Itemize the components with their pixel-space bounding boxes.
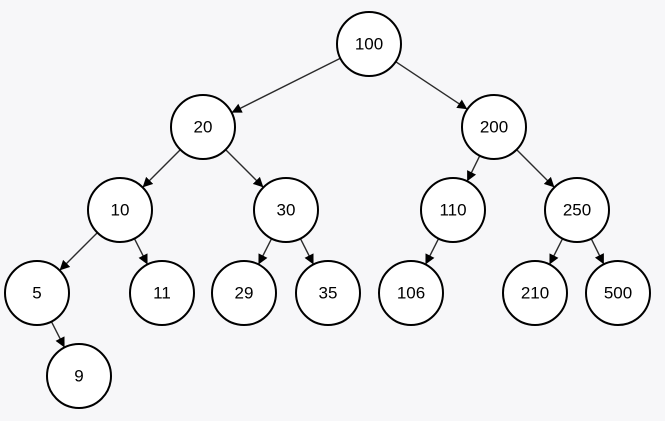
node-210-label: 210 (521, 284, 549, 303)
node-210: 210 (502, 260, 568, 326)
edge-100-to-200 (395, 61, 468, 110)
node-20-label: 20 (194, 118, 213, 137)
edge-30-to-35 (299, 238, 314, 265)
node-10-circle (87, 177, 153, 243)
node-500-circle (585, 260, 651, 326)
node-30: 30 (253, 177, 319, 243)
node-250: 250 (544, 177, 610, 243)
node-35-circle (295, 260, 361, 326)
node-110-circle (420, 177, 486, 243)
node-500: 500 (585, 260, 651, 326)
node-11-circle (129, 260, 195, 326)
edge-250-to-210 (549, 238, 564, 265)
node-29: 29 (211, 260, 277, 326)
node-9-label: 9 (74, 367, 83, 386)
node-500-label: 500 (604, 284, 632, 303)
edge-30-to-29 (258, 238, 273, 265)
node-250-circle (544, 177, 610, 243)
node-250-label: 250 (563, 201, 591, 220)
node-106: 106 (378, 260, 444, 326)
edge-100-to-20 (231, 57, 341, 113)
node-30-label: 30 (277, 201, 296, 220)
node-5-label: 5 (32, 284, 41, 303)
edges-layer (50, 57, 605, 348)
node-10-label: 10 (111, 201, 130, 220)
edge-20-to-30 (225, 149, 264, 188)
node-35-label: 35 (319, 284, 338, 303)
node-9-circle (46, 343, 112, 409)
node-100-circle (336, 11, 402, 77)
node-9: 9 (46, 343, 112, 409)
node-29-label: 29 (235, 284, 254, 303)
node-10: 10 (87, 177, 153, 243)
node-106-circle (378, 260, 444, 326)
node-106-label: 106 (397, 284, 425, 303)
node-30-circle (253, 177, 319, 243)
node-11-label: 11 (153, 284, 171, 303)
edge-20-to-10 (142, 149, 181, 188)
edge-5-to-9 (50, 321, 65, 348)
edge-250-to-500 (590, 238, 605, 265)
node-100-label: 100 (355, 35, 383, 54)
node-200-label: 200 (480, 118, 508, 137)
node-20: 20 (170, 94, 236, 160)
edge-110-to-106 (425, 238, 440, 265)
node-5: 5 (4, 260, 70, 326)
node-20-circle (170, 94, 236, 160)
node-35: 35 (295, 260, 361, 326)
edge-200-to-250 (516, 149, 555, 188)
edge-200-to-110 (466, 155, 481, 182)
node-11: 11 (129, 260, 195, 326)
node-200-circle (461, 94, 527, 160)
node-29-circle (211, 260, 277, 326)
node-210-circle (502, 260, 568, 326)
node-100: 100 (336, 11, 402, 77)
node-110-label: 110 (439, 201, 466, 220)
node-110: 110 (420, 177, 486, 243)
node-200: 200 (461, 94, 527, 160)
edge-10-to-11 (133, 238, 148, 265)
node-5-circle (4, 260, 70, 326)
edge-10-to-5 (59, 232, 98, 271)
nodes-layer: 100 20 200 10 30 110 250 5 (4, 11, 651, 409)
